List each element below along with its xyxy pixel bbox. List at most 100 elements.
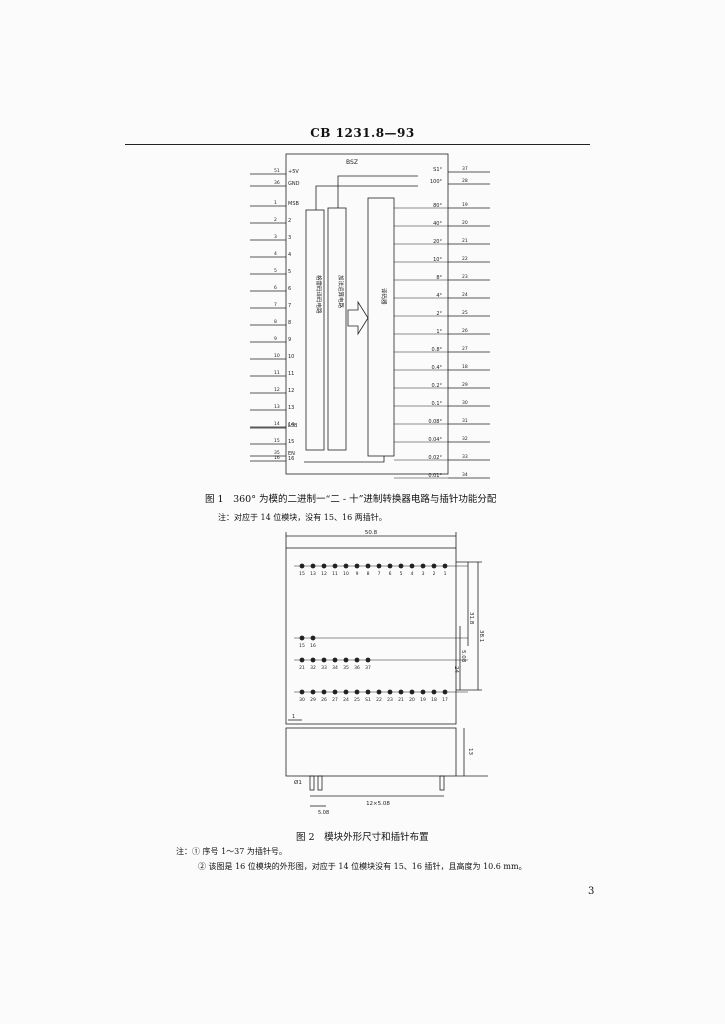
pin-dot xyxy=(409,689,415,695)
pin-label: 5 xyxy=(400,571,403,577)
right-pin-number: 20 xyxy=(462,220,468,226)
note-text: 该图是 16 位模块的外形图，对应于 14 位模块没有 15、16 插针，且高度… xyxy=(208,862,527,871)
figure1-note: 注：对应于 14 位模块，没有 15、16 两插针。 xyxy=(218,513,387,522)
pin-label: 21 xyxy=(299,665,305,671)
right-pin-name: 0.01° xyxy=(428,473,442,479)
right-pin-number: 27 xyxy=(462,346,468,352)
pin-dot xyxy=(354,689,360,695)
pin-label: 10 xyxy=(343,571,349,577)
right-pin-name: 0.1° xyxy=(432,401,443,407)
left-pin-number: 12 xyxy=(274,387,280,393)
figure2-note-1: 注：① 序号 1～37 为插针号。 xyxy=(176,846,287,857)
pin-dot xyxy=(409,563,415,569)
pin-label: 18 xyxy=(431,697,437,703)
pin-dot xyxy=(299,689,305,695)
left-pin-number: 16 xyxy=(274,455,280,461)
block-right-label: 译码器 xyxy=(380,288,388,305)
page-number: 3 xyxy=(588,886,595,897)
standard-number: CB 1231.8—93 xyxy=(310,126,415,140)
block-right xyxy=(367,197,395,457)
block-mid-label: 加法运算电路 xyxy=(337,275,345,309)
chip-label: BSZ xyxy=(346,159,358,166)
pin-dot xyxy=(321,657,327,663)
right-pin-name: 80° xyxy=(433,203,442,209)
pin-dot xyxy=(321,563,327,569)
left-pin-number: 2 xyxy=(274,217,277,223)
pin-dot xyxy=(354,657,360,663)
header-rule xyxy=(125,144,590,145)
dim-right-1: 31.8 xyxy=(468,612,474,625)
left-pin-name: LSB xyxy=(288,423,298,429)
right-pin-number: 19 xyxy=(462,202,468,208)
left-pin-number: 10 xyxy=(274,353,280,359)
right-pin-name: 8° xyxy=(436,275,442,281)
arrow-shape xyxy=(347,300,369,336)
right-pin-number: 28 xyxy=(462,178,468,184)
pin-label: 4 xyxy=(411,571,414,577)
pin-label: 13 xyxy=(310,571,316,577)
left-pin-number: 9 xyxy=(274,336,277,342)
pin-dot xyxy=(299,563,305,569)
pin-label: 33 xyxy=(321,665,327,671)
figure2-caption: 图 2 模块外形尺寸和插针布置 xyxy=(296,832,429,843)
left-pin-name: 5 xyxy=(288,269,291,275)
dim-right-2: 24 xyxy=(453,666,459,673)
right-pin-name: 2° xyxy=(436,311,442,317)
pin-label: 11 xyxy=(332,571,338,577)
note-text: 序号 1～37 为插针号。 xyxy=(202,847,287,856)
wire-top xyxy=(337,175,418,208)
pin-dot xyxy=(442,689,448,695)
left-pin-number: 51 xyxy=(274,168,280,174)
right-pin-name: 0.2° xyxy=(432,383,443,389)
left-pin-name: GND xyxy=(288,181,300,187)
block-left xyxy=(305,209,325,451)
left-pin-number: 15 xyxy=(274,438,280,444)
right-pin-name: S1° xyxy=(433,167,442,173)
pin-label: 17 xyxy=(442,697,448,703)
left-pin-number: 6 xyxy=(274,285,277,291)
pin-label: 30 xyxy=(299,697,305,703)
dim-right-4: 38.1 xyxy=(478,630,484,642)
left-pin-number: 5 xyxy=(274,268,277,274)
right-pin-name: 20° xyxy=(433,239,442,245)
dim-height: 13 xyxy=(467,748,473,755)
pin-label: 29 xyxy=(310,697,316,703)
left-pin-name: 16 xyxy=(288,456,294,462)
right-pin-number: 32 xyxy=(462,436,468,442)
left-pin-name: 4 xyxy=(288,252,291,258)
right-pin-name: 10° xyxy=(433,257,442,263)
pin-label: 16 xyxy=(310,643,316,649)
right-pin-number: 34 xyxy=(462,472,468,478)
figure2-note-2: ② 该图是 16 位模块的外形图，对应于 14 位模块没有 15、16 插针，且… xyxy=(198,861,527,872)
pin-dot xyxy=(387,689,393,695)
left-pin-name: 13 xyxy=(288,405,294,411)
left-pin-name: 3 xyxy=(288,235,291,241)
pin-label: 24 xyxy=(343,697,349,703)
dim-pin-dia: Ø1 xyxy=(294,779,302,786)
pin-label: 15 xyxy=(299,571,305,577)
pin-dot xyxy=(332,657,338,663)
module-top-view xyxy=(285,547,457,725)
pin-dot xyxy=(442,563,448,569)
right-pin-number: 25 xyxy=(462,310,468,316)
pin-dot xyxy=(343,689,349,695)
right-pin-name: 0.08° xyxy=(428,419,442,425)
right-pin-name: 0.8° xyxy=(432,347,443,353)
block-mid xyxy=(327,207,347,451)
left-pin-number: 8 xyxy=(274,319,277,325)
right-pin-number: 21 xyxy=(462,238,468,244)
pin-label: 25 xyxy=(354,697,360,703)
left-pin-number: 36 xyxy=(274,180,280,186)
pin-dot xyxy=(299,635,305,641)
left-pin-name: 6 xyxy=(288,286,291,292)
pin-label: 9 xyxy=(356,571,359,577)
note-marker: 注：① xyxy=(176,847,200,856)
pin-label: 23 xyxy=(387,697,393,703)
left-pin-name: 12 xyxy=(288,388,294,394)
left-pin-name: 2 xyxy=(288,218,291,224)
left-pin-number: 14 xyxy=(274,421,280,427)
left-pin-name: 14 xyxy=(288,422,294,428)
left-pin-number: 11 xyxy=(274,370,280,376)
right-pin-number: 33 xyxy=(462,454,468,460)
right-pin-name: 1° xyxy=(436,329,442,335)
